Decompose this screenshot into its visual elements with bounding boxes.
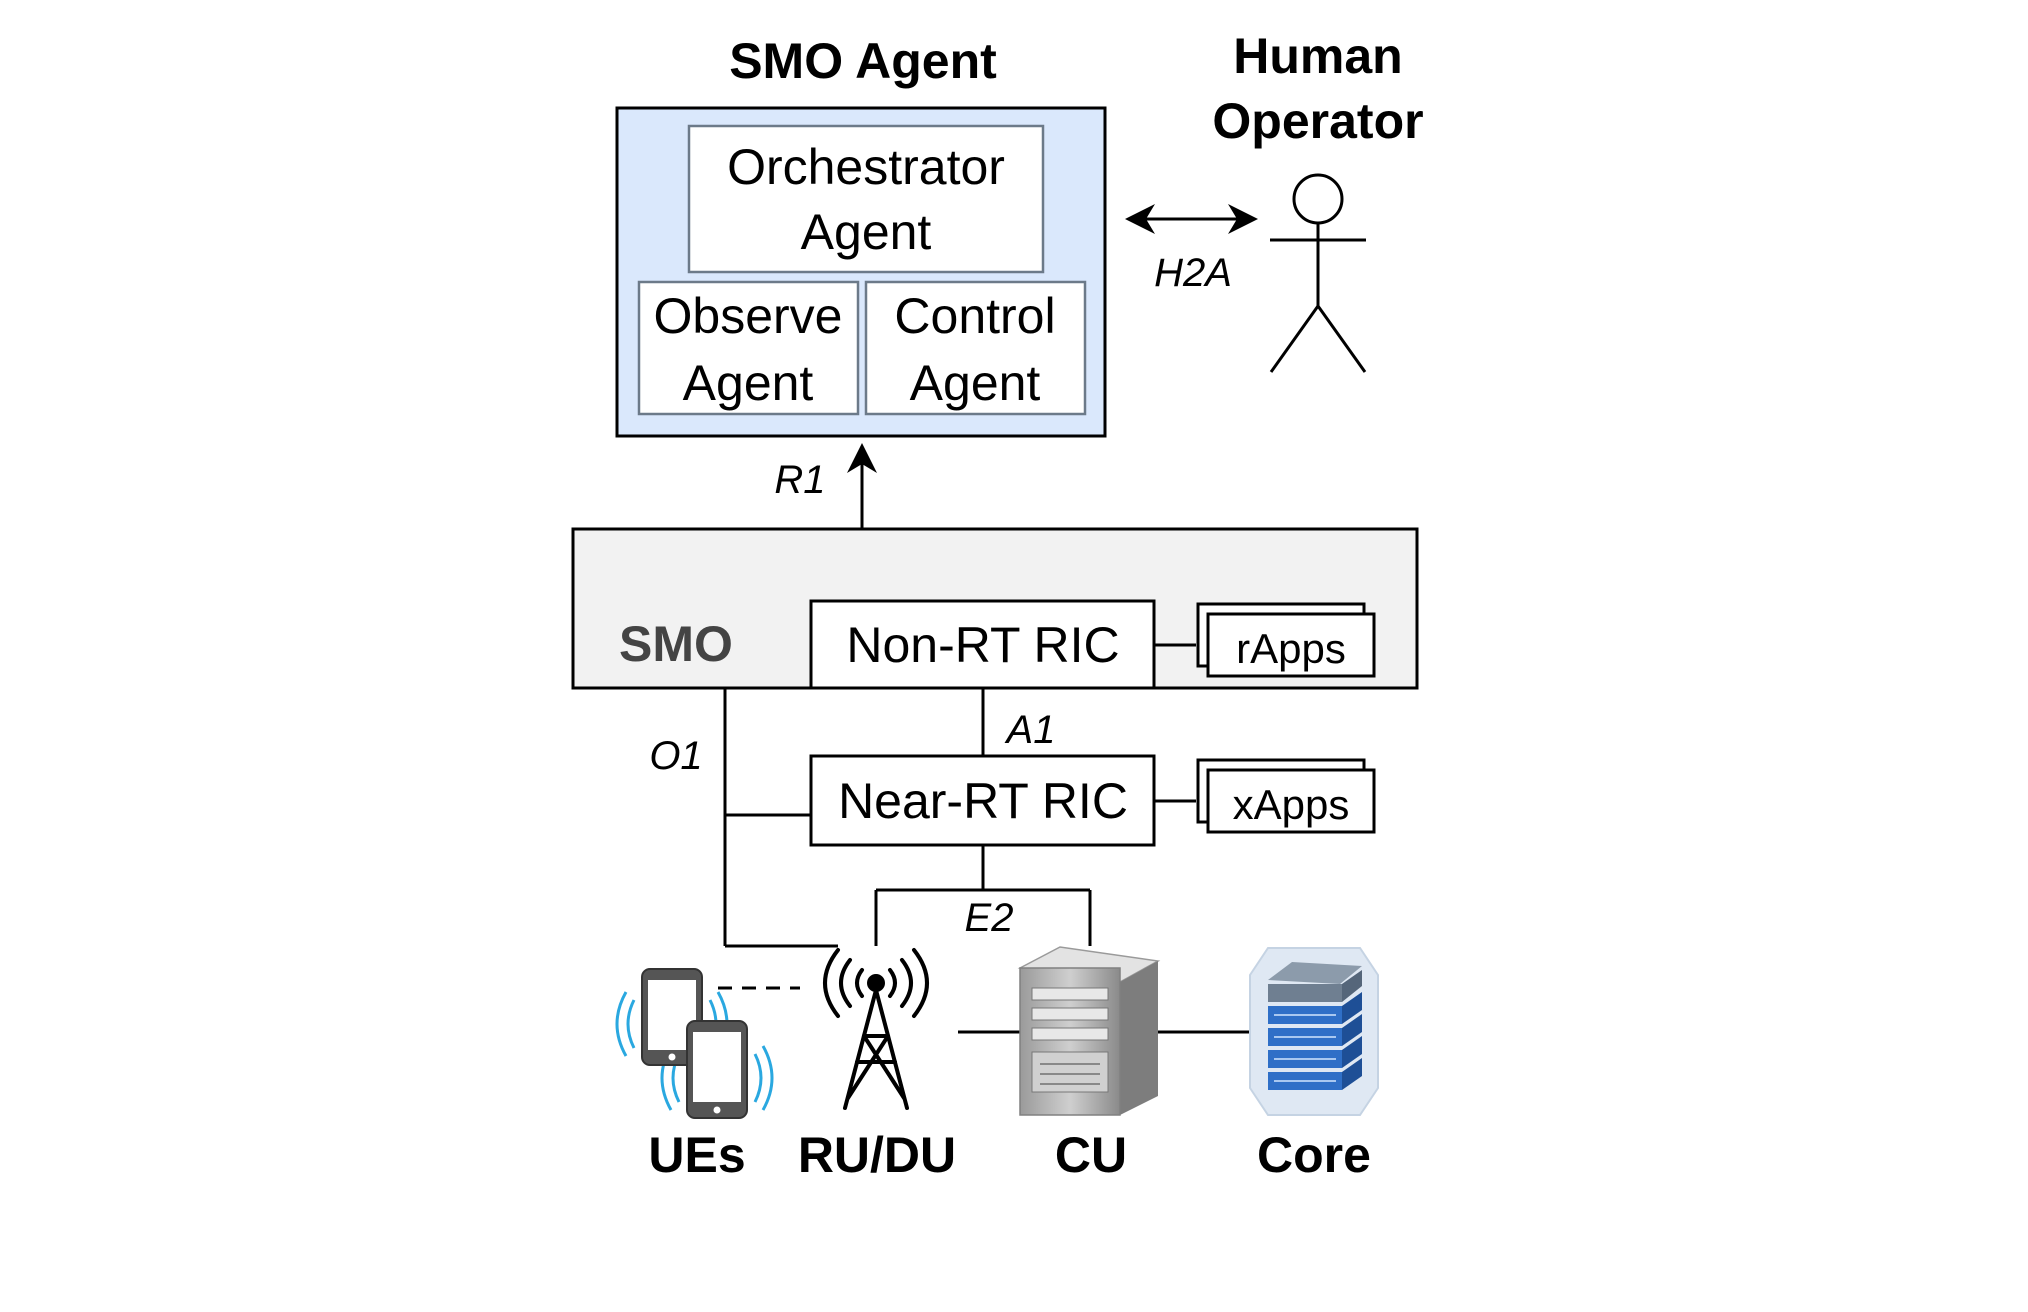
a1-label: A1 xyxy=(1005,708,1056,752)
o1-label: O1 xyxy=(649,734,702,778)
cu-label: CU xyxy=(1055,1127,1127,1183)
ues-label: UEs xyxy=(648,1127,745,1183)
core-rack-icon xyxy=(1249,947,1379,1116)
o1-link xyxy=(723,688,838,948)
smo-label: SMO xyxy=(619,616,733,672)
radio-tower-icon xyxy=(823,948,929,1110)
near-rt-ric-box: Near-RT RIC xyxy=(809,754,1156,847)
e2-link xyxy=(874,845,1092,946)
observe-agent-label-2: Agent xyxy=(683,355,814,411)
smo-agent-title: SMO Agent xyxy=(729,33,997,89)
ue-phones-icon xyxy=(615,968,774,1119)
human-operator-icon xyxy=(1269,173,1367,373)
near-rt-ric-label: Near-RT RIC xyxy=(838,773,1128,829)
xapps-label: xApps xyxy=(1233,781,1350,828)
core-label: Core xyxy=(1257,1127,1371,1183)
cu-server-icon xyxy=(1017,946,1161,1116)
non-rt-ric-label: Non-RT RIC xyxy=(846,617,1119,673)
control-agent-box: Control Agent xyxy=(864,280,1087,416)
non-rt-ric-box: Non-RT RIC xyxy=(809,599,1156,690)
r1-label: R1 xyxy=(774,458,825,502)
orchestrator-agent-label-2: Agent xyxy=(801,204,932,260)
e2-label: E2 xyxy=(965,896,1014,940)
observe-agent-label-1: Observe xyxy=(654,288,843,344)
control-agent-label-2: Agent xyxy=(910,355,1041,411)
rapps-label: rApps xyxy=(1236,625,1346,672)
orchestrator-agent-box: Orchestrator Agent xyxy=(687,124,1045,274)
orchestrator-agent-label-1: Orchestrator xyxy=(727,139,1005,195)
rapps-stack: rApps xyxy=(1196,602,1376,678)
control-agent-label-1: Control xyxy=(894,288,1055,344)
human-operator-label-2: Operator xyxy=(1212,93,1423,149)
observe-agent-box: Observe Agent xyxy=(637,280,860,416)
human-operator-label-1: Human xyxy=(1233,28,1402,84)
h2a-label: H2A xyxy=(1154,251,1232,295)
ru-du-label: RU/DU xyxy=(798,1127,956,1183)
xapps-stack: xApps xyxy=(1196,758,1376,834)
